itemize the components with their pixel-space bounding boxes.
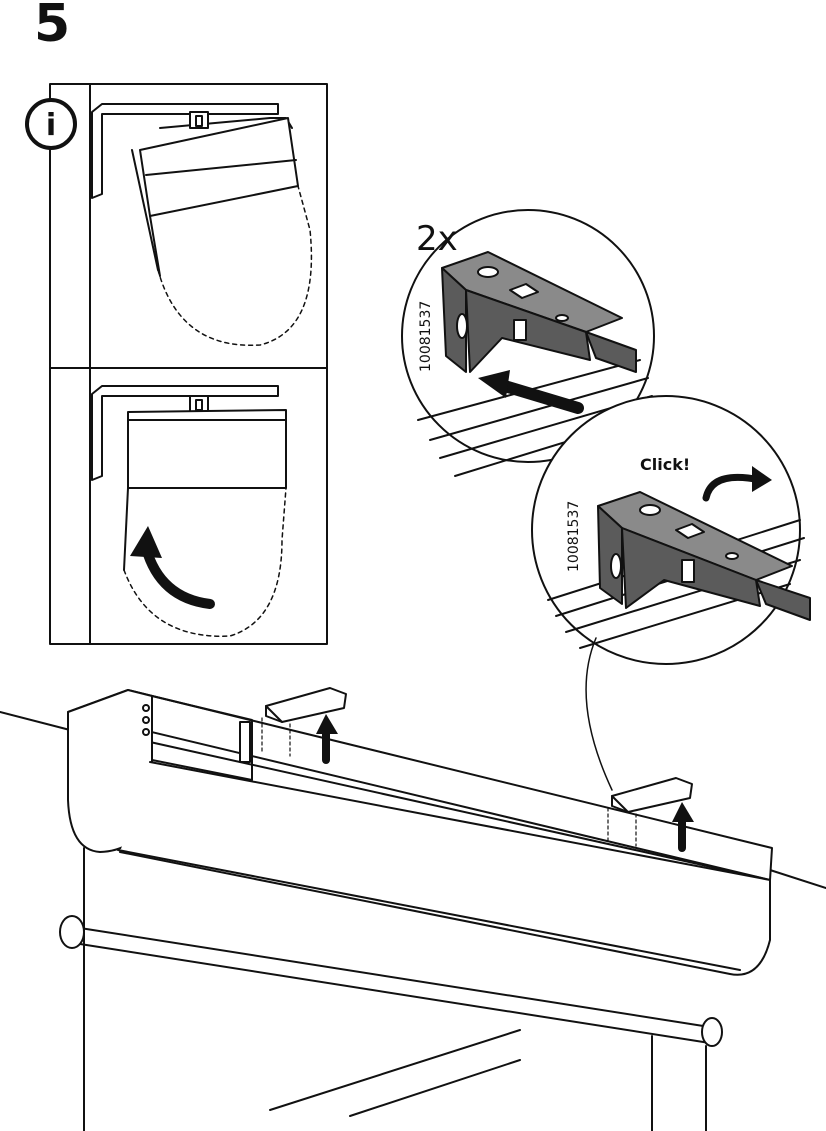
part-number-top: 10081537 xyxy=(418,301,434,372)
info-detail-tilted xyxy=(91,103,313,347)
step-number: 5 xyxy=(34,0,71,54)
bracket-quantity: 2x xyxy=(416,219,458,259)
click-label: Click! xyxy=(640,455,690,474)
leader-line xyxy=(585,637,613,791)
info-panel xyxy=(49,83,328,645)
roller-blind xyxy=(0,689,826,1131)
part-number-bottom: 10081537 xyxy=(566,501,582,572)
bracket-left xyxy=(261,687,347,764)
info-detail-clipped xyxy=(91,385,287,637)
bracket-slide-callout xyxy=(401,209,655,477)
bracket-right xyxy=(607,777,694,852)
bracket-click-callout xyxy=(531,395,811,665)
info-icon: i xyxy=(25,98,77,150)
info-symbol: i xyxy=(46,108,56,143)
